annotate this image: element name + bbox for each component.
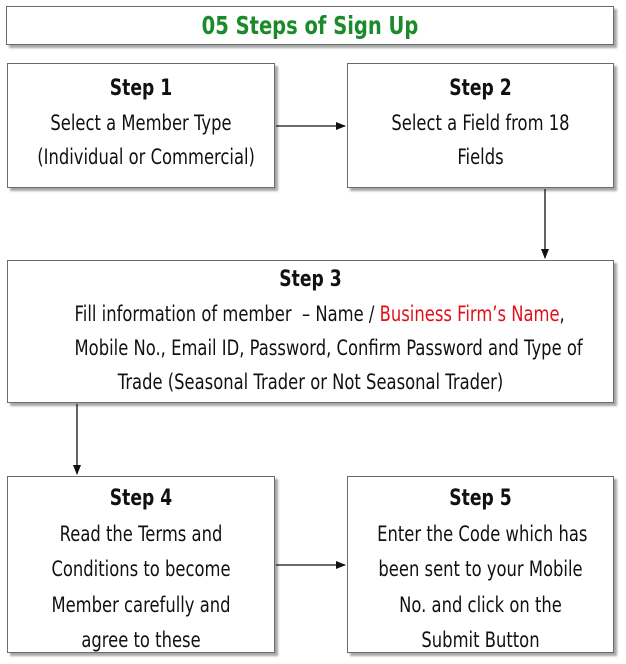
business-firm-name-highlight: Business Firm’s Name — [379, 302, 560, 326]
diagram-title: 05 Steps of Sign Up — [201, 11, 419, 40]
step-3-line-1-suffix: , — [559, 302, 565, 326]
step-4-heading: Step 4 — [109, 486, 173, 511]
step-2-line-1: Select a Field from 18 — [391, 111, 570, 135]
step-5-line-1: Enter the Code which has — [377, 521, 588, 546]
step-3-line-2: Mobile No., Email ID, Password, Confirm … — [74, 336, 583, 360]
step-2-heading: Step 2 — [449, 76, 512, 101]
step-5-heading: Step 5 — [449, 486, 512, 511]
step-5-box: Step 5 Enter the Code which has been sen… — [347, 476, 614, 653]
step-3-heading: Step 3 — [279, 267, 342, 292]
step-1-box: Step 1 Select a Member Type (Individual … — [7, 63, 275, 188]
step-2-line-2: Fields — [457, 145, 504, 169]
step-4-line-2: Conditions to become — [51, 557, 231, 581]
step-3-box: Step 3 Fill information of member – Name… — [7, 260, 614, 403]
step-2-box: Step 2 Select a Field from 18 Fields — [347, 63, 614, 188]
step-4-line-3: Member carefully and — [51, 592, 231, 617]
step-1-heading: Step 1 — [109, 76, 173, 101]
step-4-line-1: Read the Terms and — [59, 521, 223, 546]
step-4-box: Step 4 Read the Terms and Conditions to … — [7, 476, 275, 653]
step-4-line-4: agree to these — [81, 628, 201, 652]
title-box: 05 Steps of Sign Up — [6, 6, 614, 45]
step-1-line-1: Select a Member Type — [50, 111, 232, 135]
step-3-line-1-prefix: Fill information of member – Name / — [74, 302, 380, 326]
step-3-line-1: Fill information of member – Name / Busi… — [74, 297, 565, 331]
step-5-line-3: No. and click on the — [399, 592, 562, 617]
step-5-line-4: Submit Button — [421, 628, 540, 652]
step-3-line-3: Trade (Seasonal Trader or Not Seasonal T… — [117, 370, 504, 394]
step-1-line-2: (Individual or Commercial) — [37, 145, 255, 169]
step-5-line-2: been sent to your Mobile — [378, 557, 583, 581]
